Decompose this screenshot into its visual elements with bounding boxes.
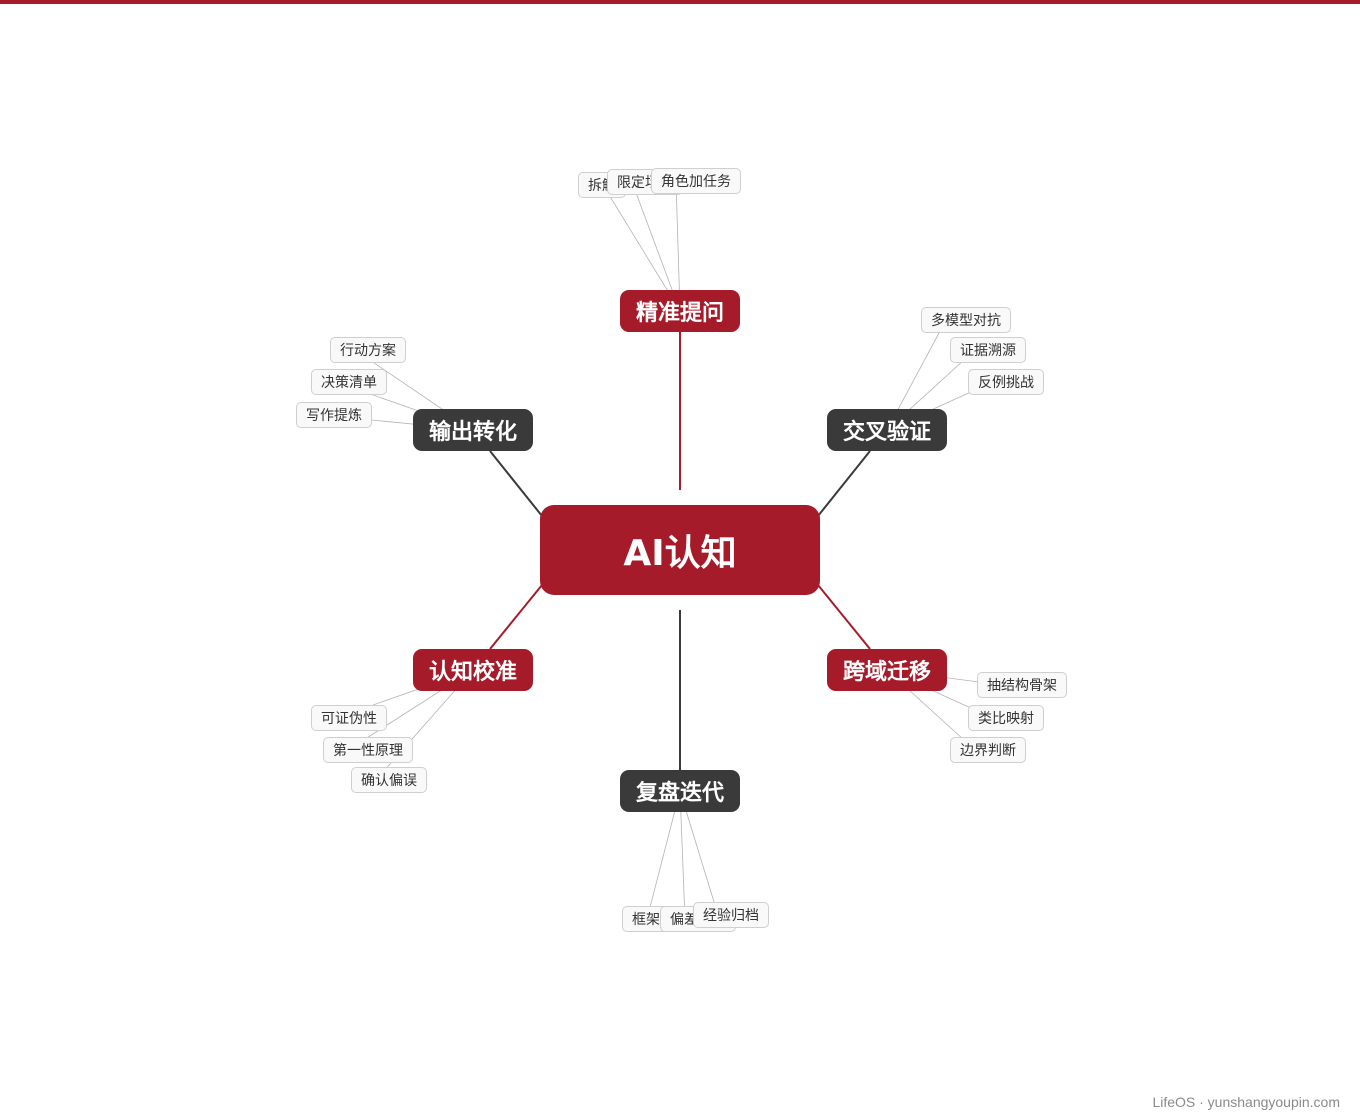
top-accent-bar — [0, 0, 1360, 4]
leaf-node[interactable]: 多模型对抗 — [921, 307, 1011, 333]
center-node[interactable]: AI认知 — [540, 505, 820, 595]
leaf-node[interactable]: 行动方案 — [330, 337, 406, 363]
leaf-node[interactable]: 证据溯源 — [950, 337, 1026, 363]
leaf-connector — [679, 790, 686, 920]
branch-node[interactable]: 精准提问 — [620, 290, 740, 332]
leaf-connector — [675, 180, 681, 312]
leaf-node[interactable]: 抽结构骨架 — [977, 672, 1067, 698]
leaf-node[interactable]: 反例挑战 — [968, 369, 1044, 395]
leaf-node[interactable]: 写作提炼 — [296, 402, 372, 428]
leaf-node[interactable]: 第一性原理 — [323, 737, 413, 763]
branch-node[interactable]: 输出转化 — [413, 409, 533, 451]
leaf-node[interactable]: 可证伪性 — [311, 705, 387, 731]
branch-node[interactable]: 复盘迭代 — [620, 770, 740, 812]
branch-connector — [817, 450, 871, 517]
leaf-node[interactable]: 类比映射 — [968, 705, 1044, 731]
leaf-node[interactable]: 确认偏误 — [351, 767, 427, 793]
footer-credit: LifeOS · yunshangyoupin.com — [1152, 1094, 1340, 1110]
leaf-node[interactable]: 决策清单 — [311, 369, 387, 395]
leaf-node[interactable]: 边界判断 — [950, 737, 1026, 763]
leaf-connector — [646, 790, 681, 920]
leaf-node[interactable]: 角色加任务 — [651, 168, 741, 194]
branch-connector — [489, 450, 543, 517]
leaf-node[interactable]: 经验归档 — [693, 902, 769, 928]
branch-connector — [817, 584, 871, 650]
leaf-connector — [631, 181, 681, 312]
branch-node[interactable]: 交叉验证 — [827, 409, 947, 451]
branch-connector — [489, 584, 543, 650]
branch-node[interactable]: 跨域迁移 — [827, 649, 947, 691]
branch-node[interactable]: 认知校准 — [413, 649, 533, 691]
